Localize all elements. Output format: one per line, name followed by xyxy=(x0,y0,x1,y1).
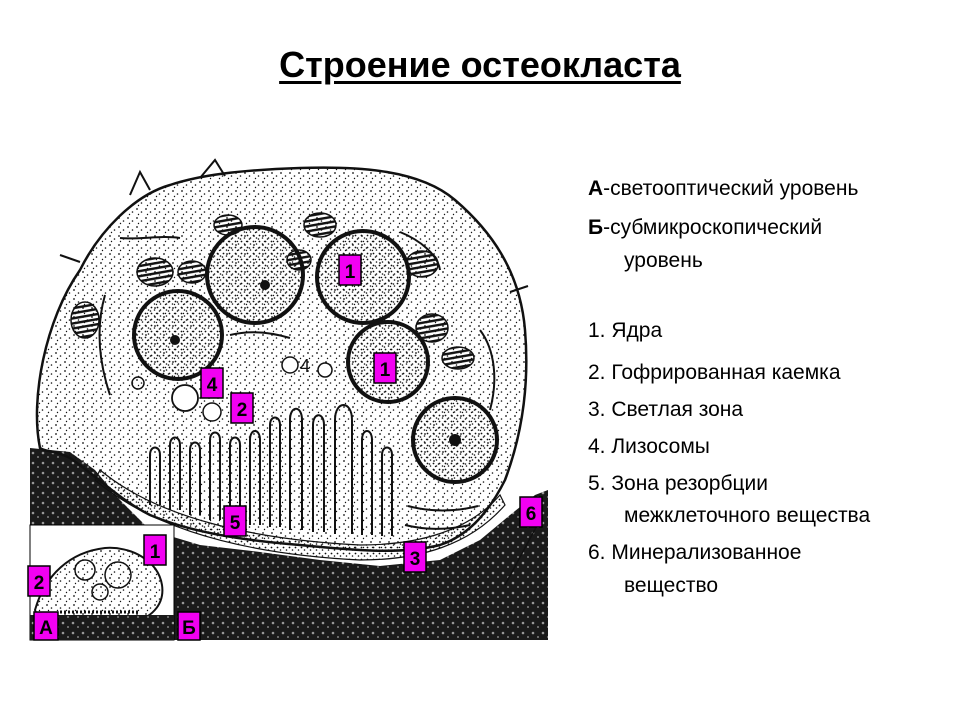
legend-item-3: 3. Светлая зона xyxy=(588,398,744,421)
legend-item-1: 1. Ядра xyxy=(588,319,663,342)
figure-label-text: 5 xyxy=(230,513,241,534)
figure-label-1b: 1 xyxy=(373,352,397,384)
figure-label-text: 2 xyxy=(237,400,248,421)
panel-label-a: А xyxy=(33,611,59,641)
inset-label-2: 2 xyxy=(27,565,51,597)
legend-level-letter: Б xyxy=(588,216,604,239)
figure-label-text: 1 xyxy=(380,360,391,381)
figure-label-text: 3 xyxy=(410,549,421,570)
figure-label-2: 2 xyxy=(230,392,254,424)
figure-label-text: Б xyxy=(182,618,196,639)
nucleus xyxy=(205,225,305,325)
light-zone xyxy=(94,469,506,561)
inset-label-1: 1 xyxy=(143,534,167,566)
legend-level-text: -субмикроскопический xyxy=(603,216,823,239)
figure-label-1a: 1 xyxy=(338,254,362,286)
cell-surface-processes xyxy=(59,158,529,293)
figure-label-3: 3 xyxy=(403,541,427,573)
legend-level-a: А-светооптический уровень xyxy=(588,176,960,202)
endoplasmic-reticulum xyxy=(98,231,496,530)
legend-item-6-cont: вещество xyxy=(624,574,719,597)
lysosomes xyxy=(131,356,333,422)
figure-label-text: 6 xyxy=(526,504,537,525)
legend-level-b: Б-субмикроскопический xyxy=(588,215,960,241)
nucleus xyxy=(132,289,224,381)
mitochondria xyxy=(70,212,475,370)
panel-label-b: Б xyxy=(177,611,201,641)
figure-label-6: 6 xyxy=(519,496,543,528)
nuclei xyxy=(132,225,499,484)
inner-lysosome-number: 4 xyxy=(300,356,310,376)
ruffled-border xyxy=(149,404,393,536)
figure-label-text: А xyxy=(39,618,53,639)
legend-item-2: 2. Гофрированная каемка xyxy=(588,361,841,384)
page-title: Строение остеокласта xyxy=(279,44,681,85)
figure-label-4: 4 xyxy=(200,367,224,399)
legend-item-6: 6. Минерализованное xyxy=(588,541,802,564)
figure-label-text: 1 xyxy=(150,542,161,563)
legend-level-b-cont: уровень xyxy=(624,249,703,272)
legend-level-letter: А xyxy=(588,177,604,200)
figure-label-5: 5 xyxy=(223,505,247,537)
legend-item-5-cont: межклеточного вещества xyxy=(624,504,871,527)
figure-label-text: 2 xyxy=(34,573,45,594)
figure-label-text: 4 xyxy=(207,375,218,396)
legend-level-text: -светооптический уровень xyxy=(603,177,859,200)
nucleus xyxy=(315,229,411,325)
legend-item-5: 5. Зона резорбции xyxy=(588,472,768,495)
legend-item-4: 4. Лизосомы xyxy=(588,435,710,458)
figure-label-text: 1 xyxy=(345,262,356,283)
